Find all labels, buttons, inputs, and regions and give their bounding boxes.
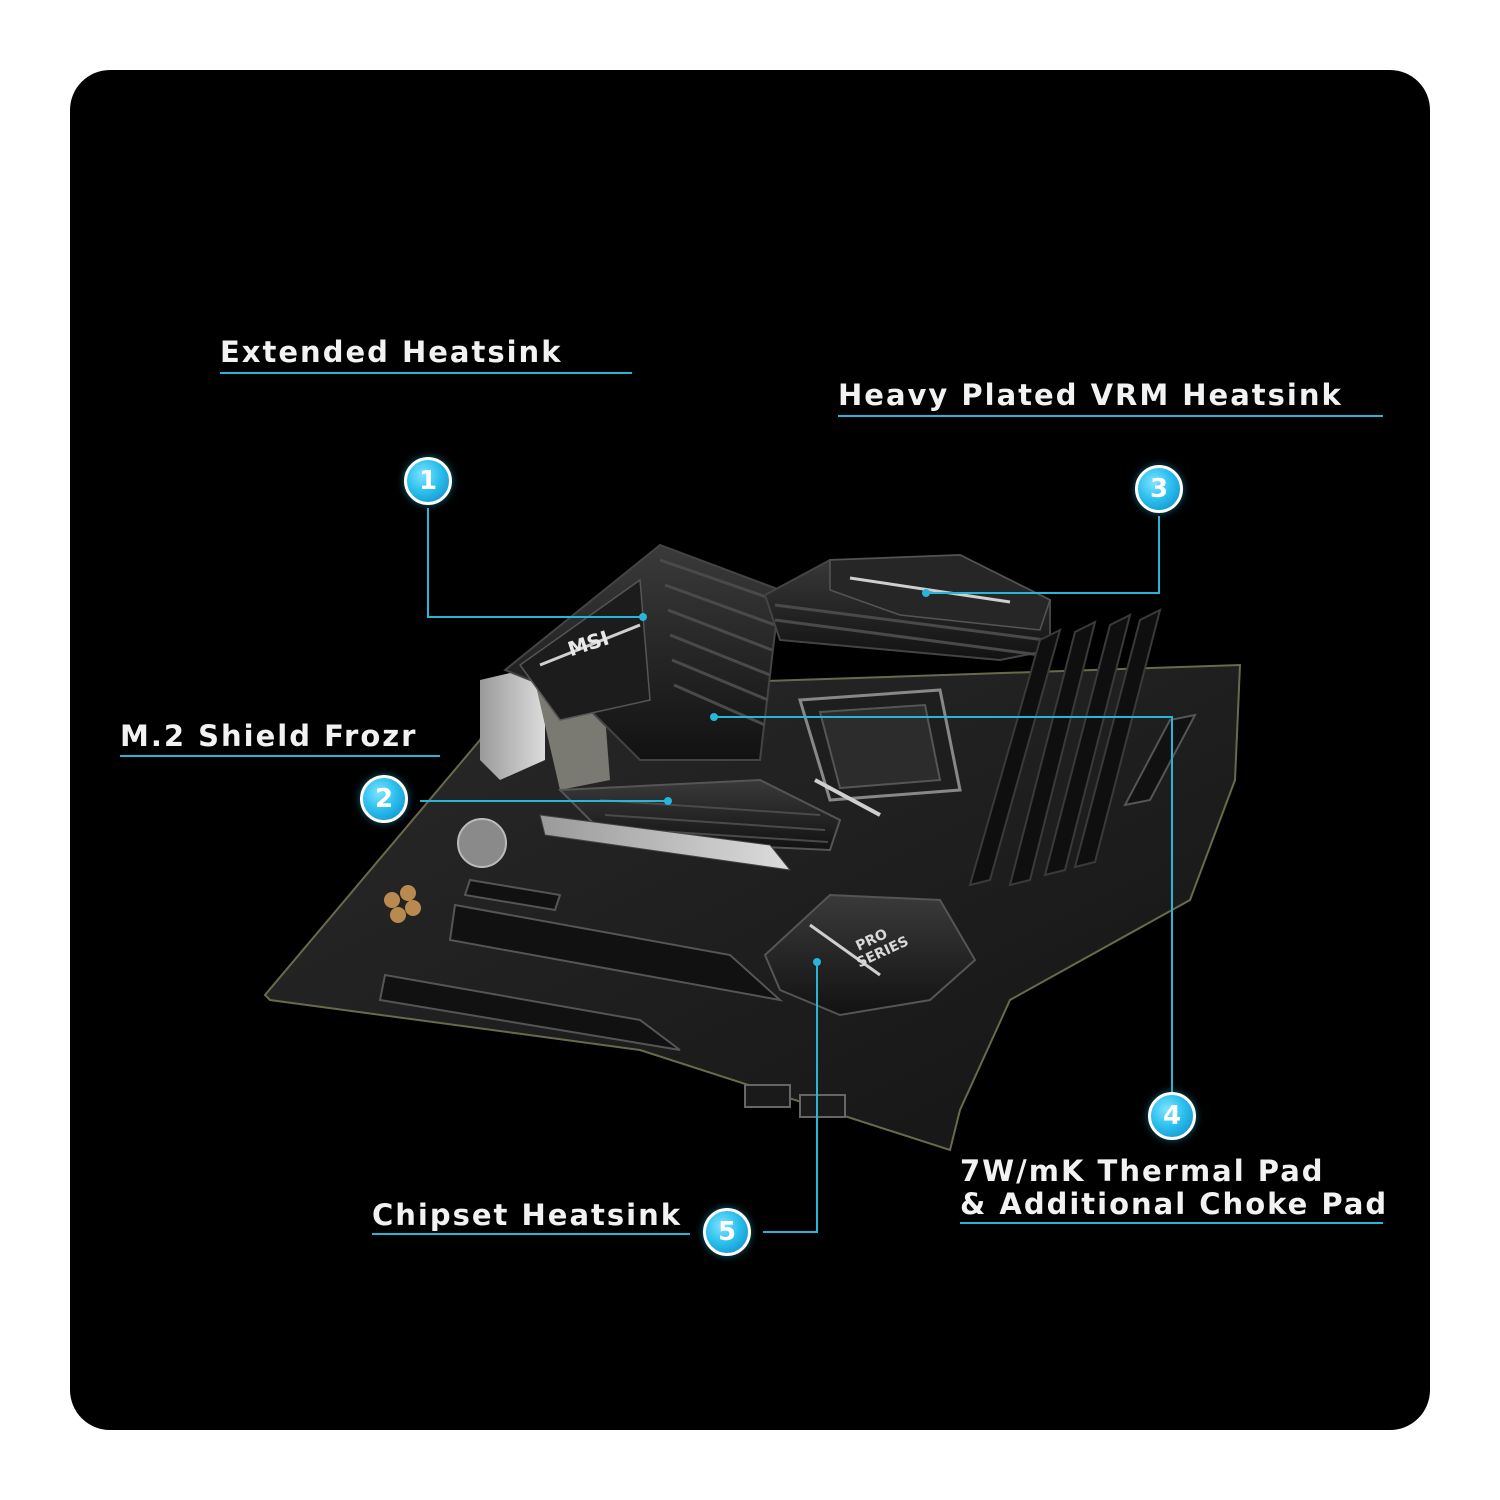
leader-lines [420, 508, 1173, 1233]
extended-heatsink-label: Extended Heatsink [220, 335, 563, 369]
m2-shield-frozr-underline [120, 755, 440, 757]
io-shield [480, 665, 545, 780]
cmos-battery [457, 818, 507, 868]
callout-badge-4: 4 [1148, 1092, 1196, 1140]
vrm-heatsink-label: Heavy Plated VRM Heatsink [838, 378, 1343, 412]
chipset-heatsink-label: Chipset Heatsink [372, 1198, 683, 1232]
callout-badge-1: 1 [404, 457, 452, 505]
thermal-pad-underline [960, 1222, 1383, 1224]
chipset-heatsink-underline [372, 1233, 690, 1235]
pcie-slots [378, 814, 792, 1051]
m2-shield-frozr-label: M.2 Shield Frozr [120, 719, 418, 753]
audio-capacitors [384, 885, 421, 923]
vrm-heatsink-underline [838, 415, 1383, 417]
pcb-board [263, 663, 1242, 1152]
vrm-heatsink [763, 553, 1051, 662]
callout-badge-5: 5 [703, 1208, 751, 1256]
thermal-pad-label-line1: 7W/mK Thermal Pad [960, 1154, 1325, 1188]
callout-badge-3: 3 [1135, 465, 1183, 513]
dimm-slots [968, 608, 1162, 887]
thermal-pad-label-line2: & Additional Choke Pad [960, 1187, 1389, 1221]
callout-badge-2: 2 [360, 775, 408, 823]
extended-heatsink: MSI [503, 543, 782, 761]
atx-power-connector [1123, 713, 1197, 807]
extended-heatsink-underline [220, 372, 632, 374]
sata-ports [744, 1084, 846, 1118]
